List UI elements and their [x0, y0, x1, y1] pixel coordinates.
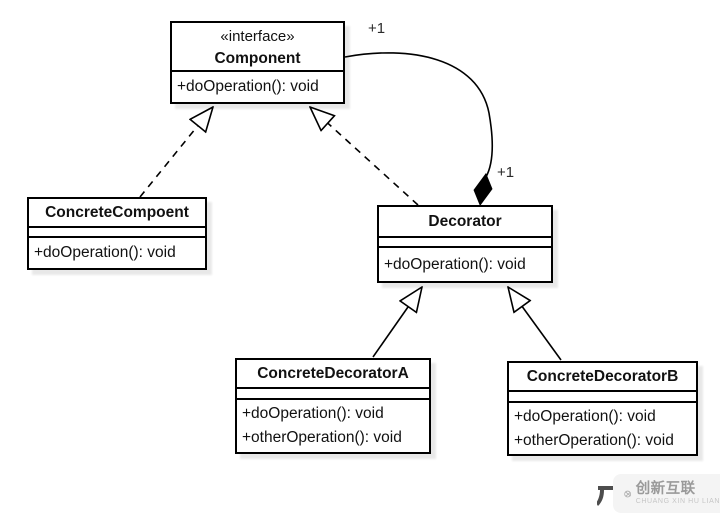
- class-operation: +doOperation(): void: [34, 244, 176, 261]
- class-operation: +otherOperation(): void: [242, 429, 402, 446]
- generalization-edge-decorator-a: [372, 287, 422, 358]
- class-operations: +doOperation(): void: [172, 72, 343, 102]
- multiplicity-label-decorator-end: +1: [497, 164, 515, 181]
- class-box-concrete-component: ConcreteCompoent +doOperation(): void: [27, 197, 207, 270]
- class-operation: +doOperation(): void: [242, 405, 384, 422]
- class-operation: +doOperation(): void: [384, 255, 526, 273]
- class-stereotype: «interface»: [220, 28, 295, 45]
- class-box-concrete-decorator-b: ConcreteDecoratorB +doOperation(): void …: [507, 361, 698, 456]
- class-operations: +doOperation(): void +otherOperation(): …: [237, 400, 429, 452]
- class-operations: +doOperation(): void +otherOperation(): …: [509, 403, 696, 454]
- multiplicity-label-component-end: +1: [368, 20, 386, 37]
- watermark-brand-text: 创新互联: [635, 480, 696, 497]
- corner-mark-icon: [597, 486, 617, 506]
- class-box-decorator: Decorator +doOperation(): void: [377, 205, 553, 283]
- realization-edge-concretecompoent: [139, 107, 213, 198]
- class-operation: +doOperation(): void: [177, 78, 319, 95]
- watermark: 创新互联 CHUANG XIN HU LIAN: [613, 474, 720, 513]
- watermark-subtext: CHUANG XIN HU LIAN: [635, 498, 720, 506]
- class-name: Component: [214, 50, 301, 67]
- class-attributes-empty: [29, 228, 205, 238]
- class-name: ConcreteDecoratorA: [257, 364, 409, 382]
- composition-diamond-icon: [473, 173, 493, 206]
- class-attributes-empty: [509, 392, 696, 403]
- class-operations: +doOperation(): void: [379, 248, 551, 281]
- class-operation: +otherOperation(): void: [514, 431, 674, 449]
- generalization-edge-decorator-b: [508, 287, 562, 361]
- class-attributes-empty: [237, 389, 429, 400]
- class-name: ConcreteCompoent: [45, 203, 189, 221]
- realization-edge-decorator: [310, 107, 419, 206]
- class-name: Decorator: [428, 212, 502, 230]
- class-operation: +doOperation(): void: [514, 407, 656, 425]
- class-box-component: «interface» Component +doOperation(): vo…: [170, 21, 345, 104]
- class-name: ConcreteDecoratorB: [526, 367, 679, 385]
- class-operations: +doOperation(): void: [29, 238, 205, 268]
- composition-edge: [344, 52, 494, 178]
- class-attributes-empty: [379, 238, 551, 248]
- class-header: «interface» Component: [172, 23, 343, 72]
- class-box-concrete-decorator-a: ConcreteDecoratorA +doOperation(): void …: [235, 358, 431, 454]
- watermark-logo-icon: [624, 490, 631, 497]
